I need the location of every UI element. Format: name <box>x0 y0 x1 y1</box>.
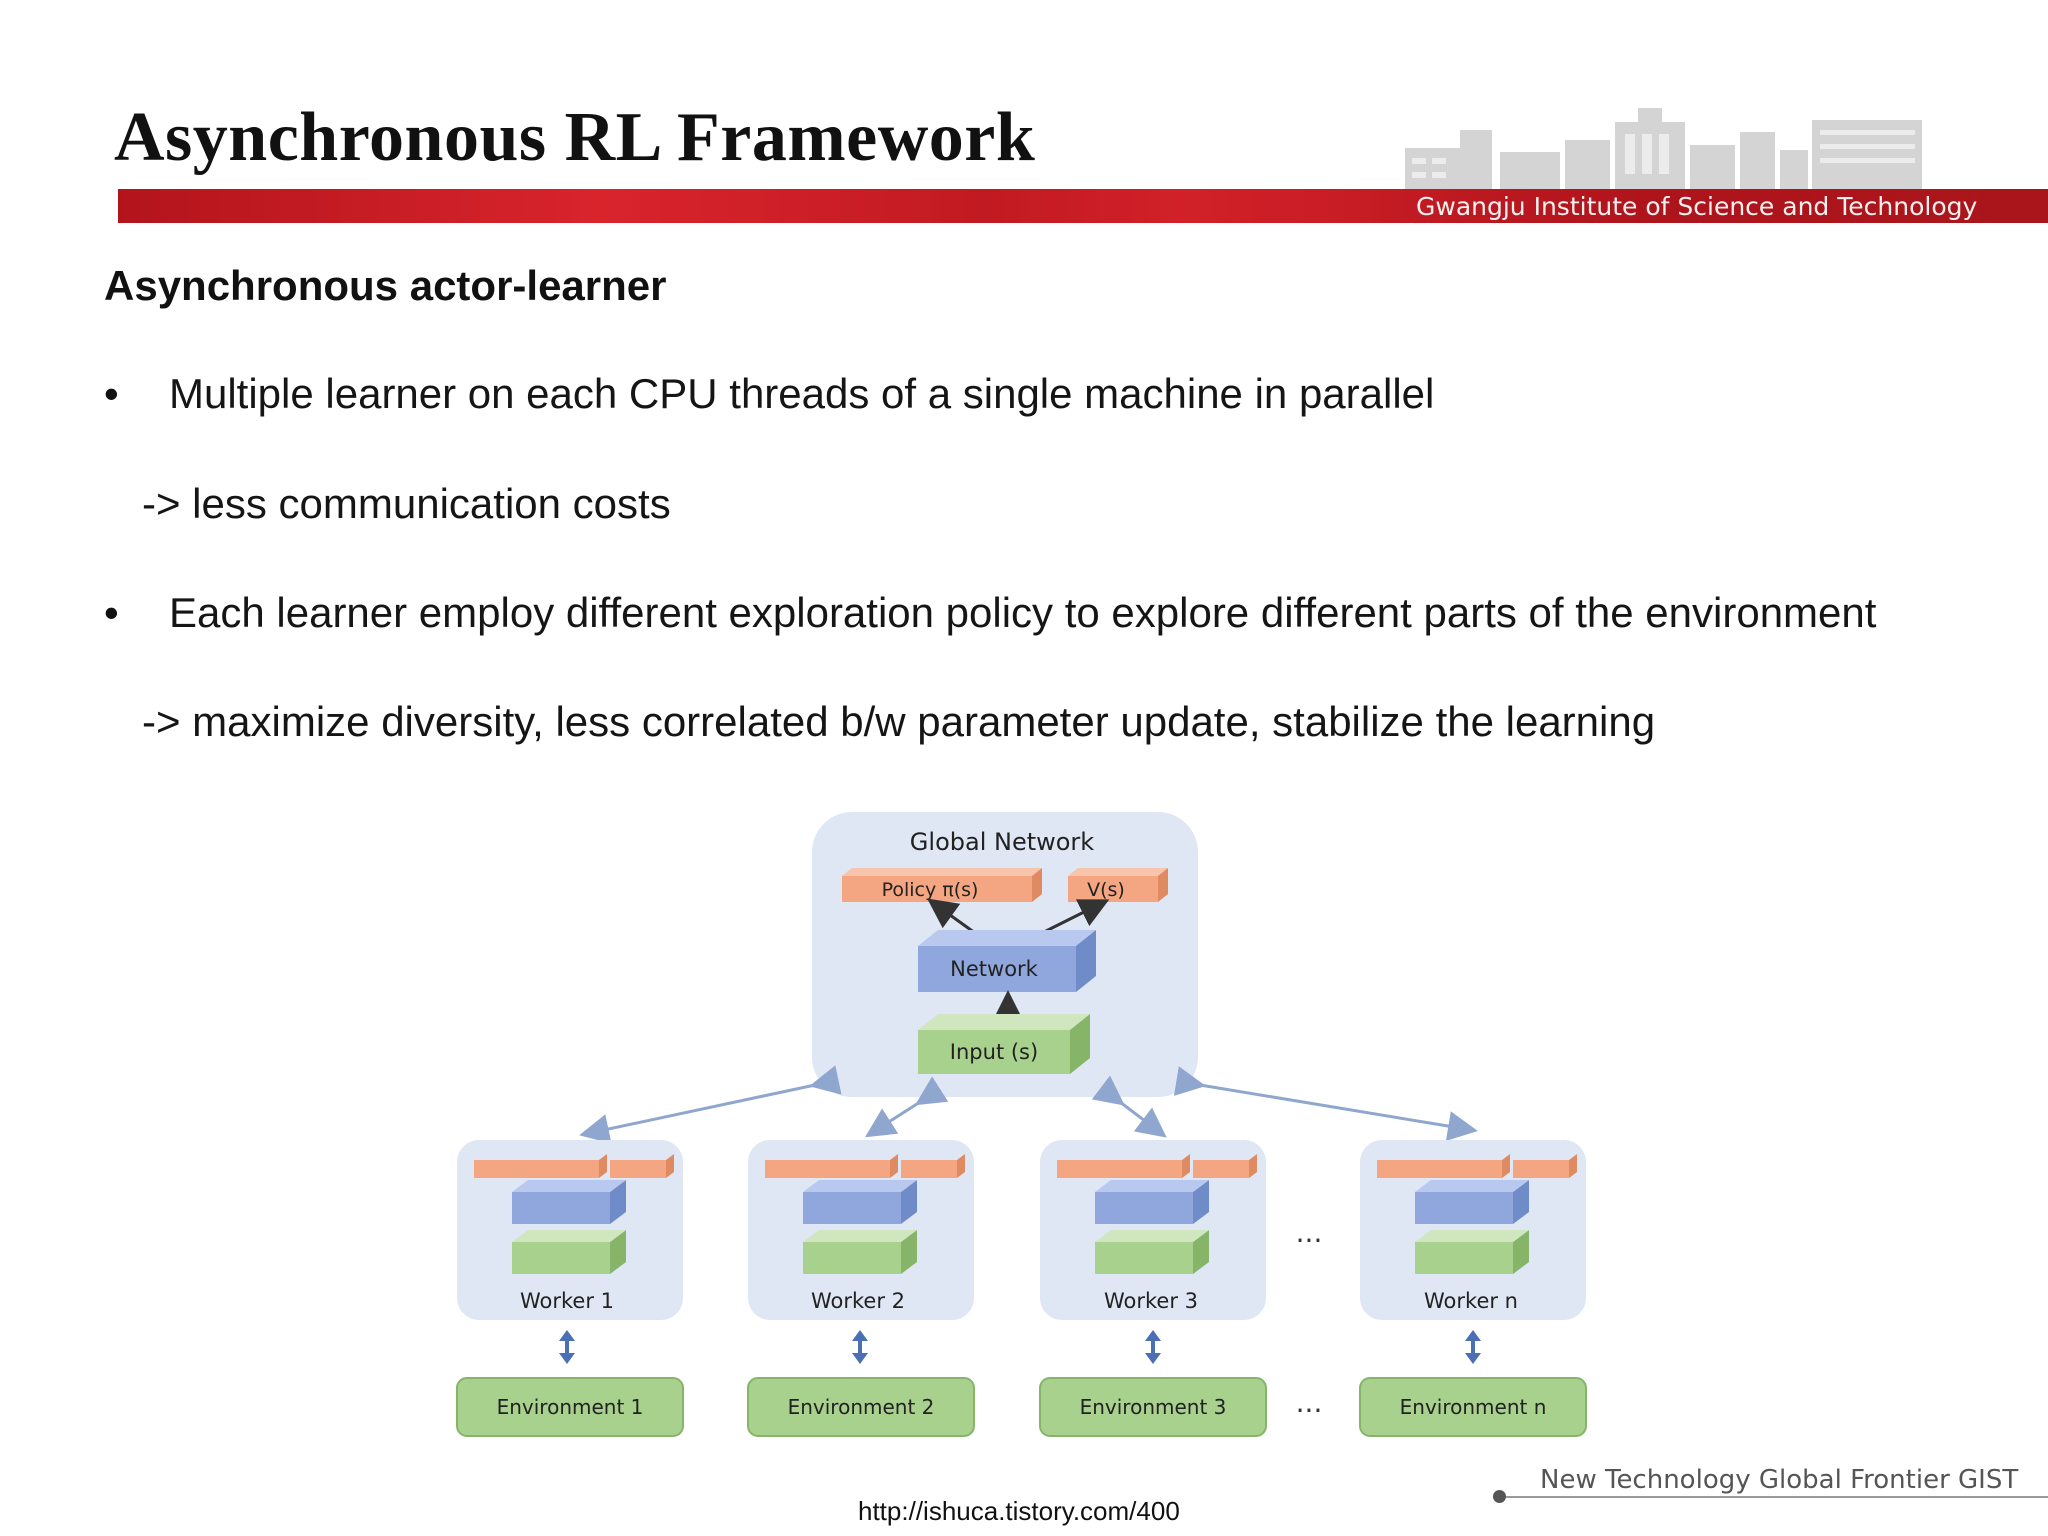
worker-ellipsis: ... <box>1296 1216 1323 1249</box>
env-arrow-1 <box>559 1330 575 1364</box>
env-arrow-3 <box>1145 1330 1161 1364</box>
bullet-marker: • <box>104 589 119 636</box>
worker-1-label: Worker 1 <box>520 1289 614 1313</box>
worker-3-label: Worker 3 <box>1104 1289 1198 1313</box>
environment-3-box <box>1039 1377 1267 1437</box>
bullet-marker: • <box>104 370 119 417</box>
environment-n-box <box>1359 1377 1587 1437</box>
worker-1-card <box>457 1140 683 1320</box>
value-block <box>1068 868 1168 902</box>
bullet-note: -> maximize diversity, less correlated b… <box>142 698 1656 745</box>
worker-n-card <box>1360 1140 1586 1320</box>
env-arrow-n <box>1465 1330 1481 1364</box>
footer-bullet-dot <box>1493 1490 1506 1503</box>
footer-rule <box>1500 1496 2048 1498</box>
environment-2-box <box>747 1377 975 1437</box>
env-arrow-2 <box>852 1330 868 1364</box>
environment-n-label: Environment n <box>1400 1395 1547 1419</box>
bullet-note: -> less communication costs <box>142 480 671 527</box>
global-network-title: Global Network <box>910 828 1094 856</box>
sync-arrow-worker-3 <box>1091 1075 1167 1138</box>
worker-2-card <box>748 1140 974 1320</box>
source-url[interactable]: http://ishuca.tistory.com/400 <box>858 1496 1180 1526</box>
institute-name: Gwangju Institute of Science and Technol… <box>1416 192 1978 221</box>
a3c-architecture-diagram: Global Network Policy π(s) V(s) Network … <box>456 812 1587 1437</box>
footer-tagline: New Technology Global Frontier GIST <box>1540 1465 2019 1495</box>
environment-ellipsis: ... <box>1296 1386 1323 1419</box>
section-heading: Asynchronous actor-learner <box>104 262 667 309</box>
slide-title: Asynchronous RL Framework <box>114 99 1036 176</box>
worker-2-label: Worker 2 <box>811 1289 905 1313</box>
worker-3-card <box>1040 1140 1266 1320</box>
environment-1-label: Environment 1 <box>497 1395 644 1419</box>
sync-arrow-worker-2 <box>864 1076 949 1138</box>
bullet-text: Multiple learner on each CPU threads of … <box>169 370 1435 417</box>
environment-2-label: Environment 2 <box>788 1395 935 1419</box>
sync-arrow-worker-n <box>1173 1066 1478 1141</box>
policy-label: Policy π(s) <box>882 879 979 901</box>
value-label: V(s) <box>1087 879 1125 901</box>
input-block <box>918 1014 1090 1074</box>
campus-skyline-logo <box>1405 108 1922 190</box>
input-label: Input (s) <box>950 1040 1038 1064</box>
environment-1-box <box>456 1377 684 1437</box>
sync-arrow-worker-1 <box>579 1065 842 1144</box>
worker-n-label: Worker n <box>1424 1289 1518 1313</box>
bullet-text: Each learner employ different exploratio… <box>169 589 1877 636</box>
network-label: Network <box>950 957 1039 981</box>
network-block <box>918 930 1096 992</box>
environment-3-label: Environment 3 <box>1080 1395 1227 1419</box>
header-banner <box>118 189 2048 223</box>
policy-block <box>842 868 1042 902</box>
